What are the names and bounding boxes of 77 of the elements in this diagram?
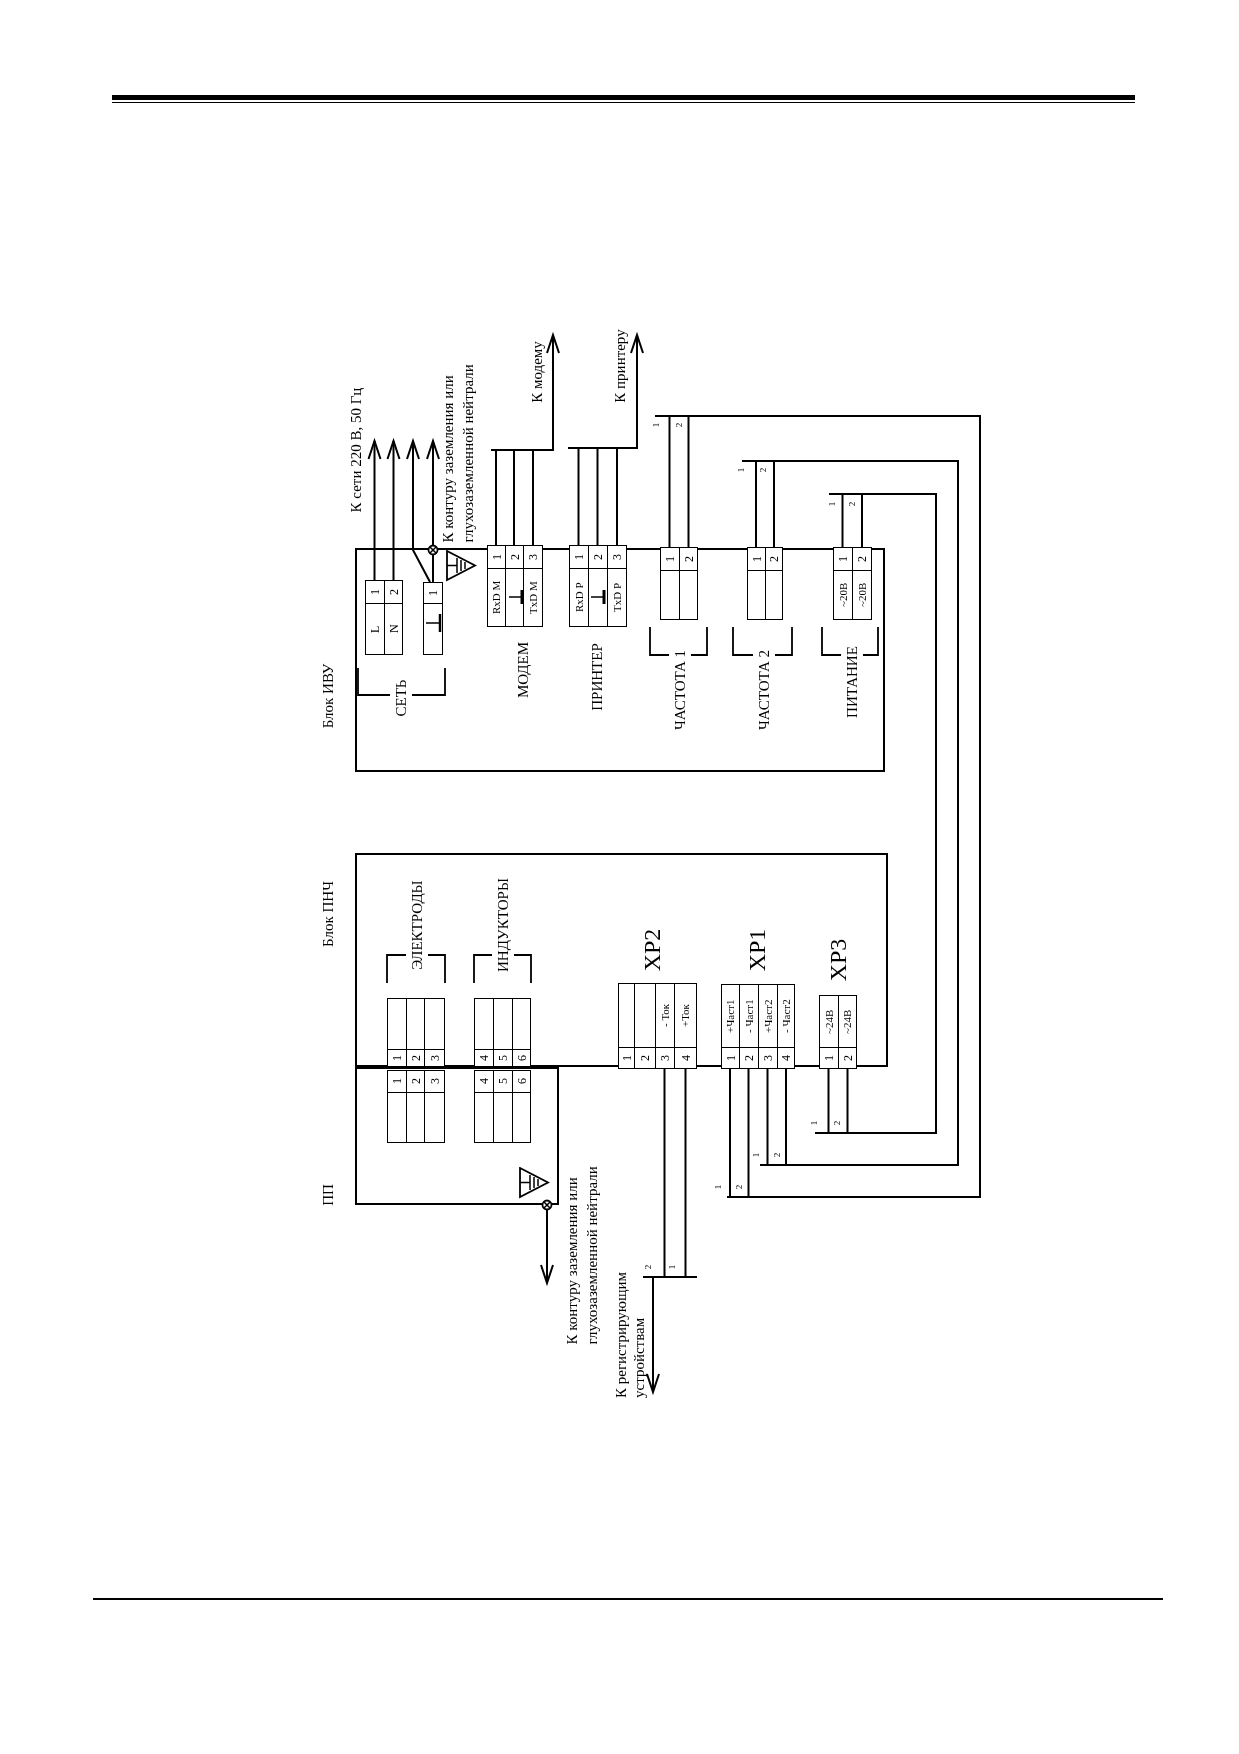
block-caption: XP2 — [638, 928, 666, 972]
wire — [814, 493, 937, 1134]
terminal-cell: 4 — [474, 1049, 494, 1067]
arrow — [406, 440, 431, 583]
terminal-cell: 2 — [838, 1047, 857, 1069]
unit-title: Блок ИВУ — [318, 663, 337, 729]
terminal-cell: N — [384, 603, 403, 655]
arrow — [367, 440, 382, 581]
arrow — [567, 334, 644, 546]
terminal-cell: 2 — [384, 580, 403, 604]
wire-number: 1 — [736, 467, 748, 473]
block-caption: ЧАСТОТА 2 — [754, 649, 773, 731]
terminal-cell: 3 — [424, 1049, 445, 1067]
terminal-cell: 1 — [660, 547, 680, 571]
terminal-cell: 3 — [523, 545, 543, 569]
terminal-cell: ~20В — [833, 570, 853, 620]
destination-label: К модему — [527, 341, 547, 403]
terminal-cell: ~20В — [852, 570, 872, 620]
terminal-cell: TxD P — [607, 568, 627, 627]
block-caption: СЕТЬ — [391, 679, 410, 717]
wire-number: 2 — [734, 1184, 746, 1190]
unit-title: ПП — [318, 1184, 337, 1206]
block-caption: ЭЛЕКТРОДЫ — [407, 880, 426, 970]
block-caption: ИНДУКТОРЫ — [493, 878, 512, 972]
terminal-cell: - Част2 — [777, 984, 795, 1048]
terminal-cell: 1 — [387, 1049, 407, 1067]
wire-number: 2 — [674, 422, 686, 428]
wire-number: 1 — [827, 501, 839, 507]
wire-number: 2 — [847, 501, 859, 507]
terminal-cell: 6 — [512, 1070, 531, 1093]
terminal-cell: RxD P — [569, 568, 589, 627]
wire-number: 1 — [667, 1264, 679, 1270]
destination-label: К контуру заземления или глухозаземленной нейтрали — [562, 1099, 602, 1345]
terminal-cell: 1 — [833, 547, 853, 571]
wire-number: 1 — [713, 1184, 725, 1190]
wire-number: 2 — [758, 467, 770, 473]
terminal-cell: L — [365, 603, 385, 655]
wire — [654, 415, 981, 1198]
wire-number: 1 — [809, 1120, 821, 1126]
terminal-cell: 1 — [423, 582, 443, 604]
unit-title: Блок ПНЧ — [318, 881, 337, 947]
wire-number: 1 — [751, 1152, 763, 1158]
terminal-cell: TxD M — [523, 568, 543, 627]
terminal-cell: 3 — [607, 545, 627, 569]
terminal-cell: 1 — [819, 1047, 839, 1069]
terminal-cell: 2 — [765, 547, 783, 571]
terminal-cell: ~24В — [838, 995, 857, 1048]
terminal-cell: 3 — [424, 1070, 445, 1093]
terminal-cell: 1 — [365, 580, 385, 604]
terminal-cell: 1 — [569, 545, 589, 569]
terminal-cell: 4 — [674, 1047, 697, 1069]
block-caption: XP1 — [743, 928, 771, 972]
terminal-cell: ~24В — [819, 995, 839, 1048]
wire-number: 1 — [651, 422, 663, 428]
block-caption: МОДЕМ — [513, 641, 532, 699]
arrow — [490, 334, 560, 546]
wire-number: 2 — [832, 1120, 844, 1126]
block-caption: XP3 — [824, 938, 852, 982]
wire-number: 2 — [643, 1264, 655, 1270]
destination-label: К принтеру — [610, 329, 630, 403]
arrow — [642, 1068, 698, 1393]
destination-label: К сети 220 В, 50 Гц — [346, 387, 366, 513]
destination-label: К контуру заземления или глухозаземленной нейтрали — [438, 327, 478, 543]
terminal-cell: 4 — [474, 1070, 494, 1093]
arrow — [386, 440, 401, 581]
wire — [741, 460, 959, 1166]
wire-number: 2 — [772, 1152, 784, 1158]
terminal-cell: 1 — [387, 1070, 407, 1093]
terminal-cell: 4 — [777, 1047, 795, 1069]
terminal-cell: +Ток — [674, 983, 697, 1048]
terminal-cell: 2 — [679, 547, 698, 571]
block-caption: ЧАСТОТА 1 — [670, 649, 689, 731]
terminal-cell: 6 — [512, 1049, 531, 1067]
block-caption: ПИТАНИЕ — [842, 646, 861, 718]
terminal-cell: 2 — [852, 547, 872, 571]
arrow — [426, 440, 440, 583]
block-caption: ПРИНТЕР — [587, 643, 606, 711]
